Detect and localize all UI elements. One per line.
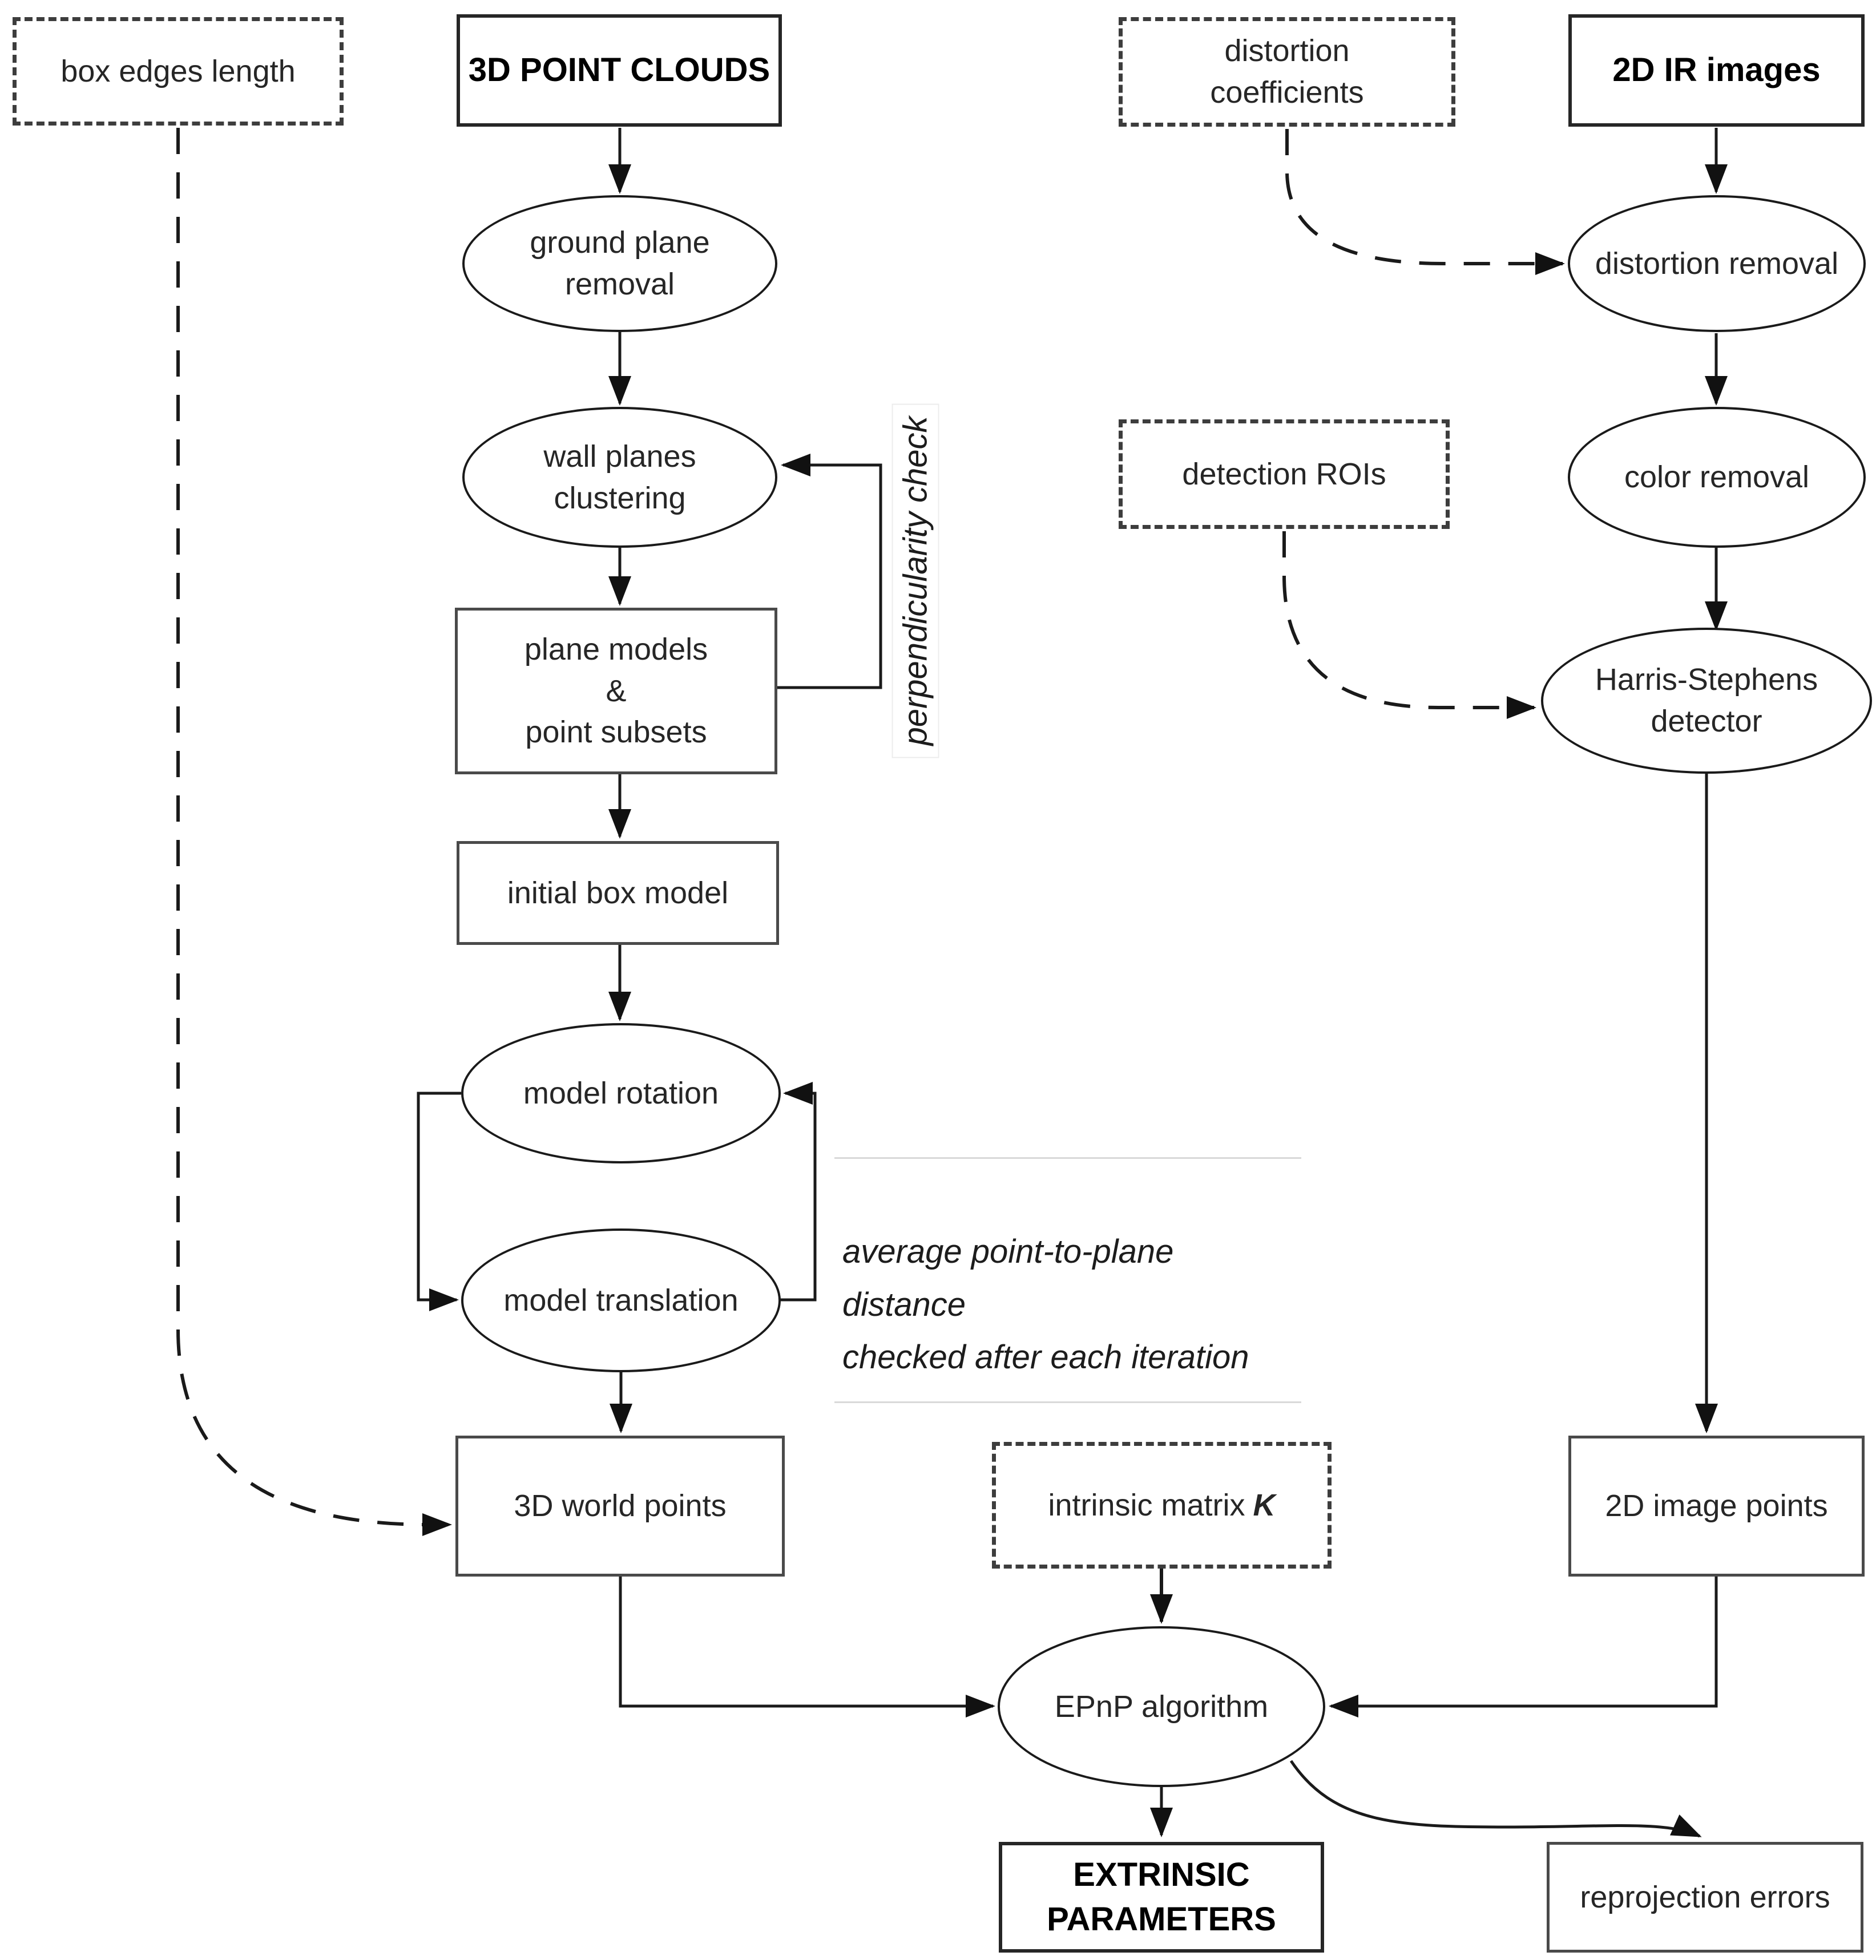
node-3d-world-points: 3D world points — [455, 1436, 785, 1577]
node-label: 3D world points — [514, 1489, 727, 1523]
node-label: initial box model — [507, 875, 729, 910]
edge-perpendicularity-loop — [776, 454, 882, 689]
node-box-edges-length: box edges length — [13, 17, 344, 126]
node-label: distortion coefficients — [1210, 34, 1364, 110]
node-wall-planes-clustering: wall planes clustering — [462, 407, 777, 548]
edge-boxedges-to-worldpoints — [176, 128, 452, 1536]
node-color-removal: color removal — [1568, 407, 1866, 548]
node-detection-rois: detection ROIs — [1119, 419, 1450, 529]
node-label: wall planes clustering — [543, 439, 696, 515]
node-epnp-algorithm: EPnP algorithm — [998, 1626, 1325, 1787]
node-distortion-removal: distortion removal — [1568, 195, 1866, 332]
node-label: Harris-Stephens detector — [1595, 662, 1818, 738]
node-plane-models-point-subsets: plane models & point subsets — [455, 608, 777, 774]
node-reprojection-errors: reprojection errors — [1547, 1842, 1863, 1953]
node-label: box edges length — [60, 54, 296, 88]
node-label: ground plane removal — [530, 225, 710, 301]
node-3d-point-clouds: 3D POINT CLOUDS — [457, 14, 782, 127]
edge-worldpoints-to-epnp — [619, 1577, 995, 1717]
node-2d-image-points: 2D image points — [1568, 1436, 1865, 1577]
edge-translation-to-rotation-loop — [780, 1082, 817, 1302]
edge-imagepoints-to-epnp — [1329, 1577, 1718, 1717]
edge-rois-to-harris — [1282, 531, 1536, 719]
node-label: EPnP algorithm — [1054, 1689, 1269, 1724]
annotation-text: perpendicularity check — [897, 416, 934, 746]
node-label: 2D IR images — [1612, 51, 1821, 89]
node-2d-ir-images: 2D IR images — [1568, 14, 1865, 127]
annotation-text: average point-to-plane distance checked … — [842, 1232, 1249, 1376]
node-label: reprojection errors — [1580, 1880, 1830, 1914]
annotation-iteration-check: average point-to-plane distance checked … — [834, 1157, 1301, 1404]
annotation-perpendicularity-check: perpendicularity check — [891, 403, 939, 758]
node-extrinsic-parameters: EXTRINSIC PARAMETERS — [999, 1842, 1324, 1953]
node-initial-box-model: initial box model — [457, 841, 779, 945]
node-model-rotation: model rotation — [461, 1023, 781, 1163]
edge-rotation-to-translation-loop — [417, 1092, 461, 1311]
node-label: EXTRINSIC PARAMETERS — [1047, 1856, 1276, 1938]
node-ground-plane-removal: ground plane removal — [462, 195, 777, 332]
node-label: detection ROIs — [1182, 456, 1386, 491]
node-model-translation: model translation — [461, 1228, 781, 1372]
node-label: model rotation — [523, 1076, 719, 1110]
node-label: 3D POINT CLOUDS — [468, 51, 770, 89]
node-label: intrinsic matrix — [1048, 1488, 1245, 1522]
node-label: color removal — [1624, 460, 1810, 495]
node-label: model translation — [503, 1283, 739, 1318]
node-label: plane models & point subsets — [524, 632, 708, 750]
edge-distcoeff-to-distremoval — [1285, 129, 1565, 275]
k-symbol: K — [1253, 1488, 1276, 1522]
node-distortion-coefficients: distortion coefficients — [1119, 17, 1455, 127]
node-label: 2D image points — [1605, 1489, 1828, 1523]
node-label: distortion removal — [1595, 246, 1839, 281]
edge-epnp-to-reprojection — [1289, 1760, 1702, 1838]
node-harris-stephens-detector: Harris-Stephens detector — [1541, 628, 1872, 774]
